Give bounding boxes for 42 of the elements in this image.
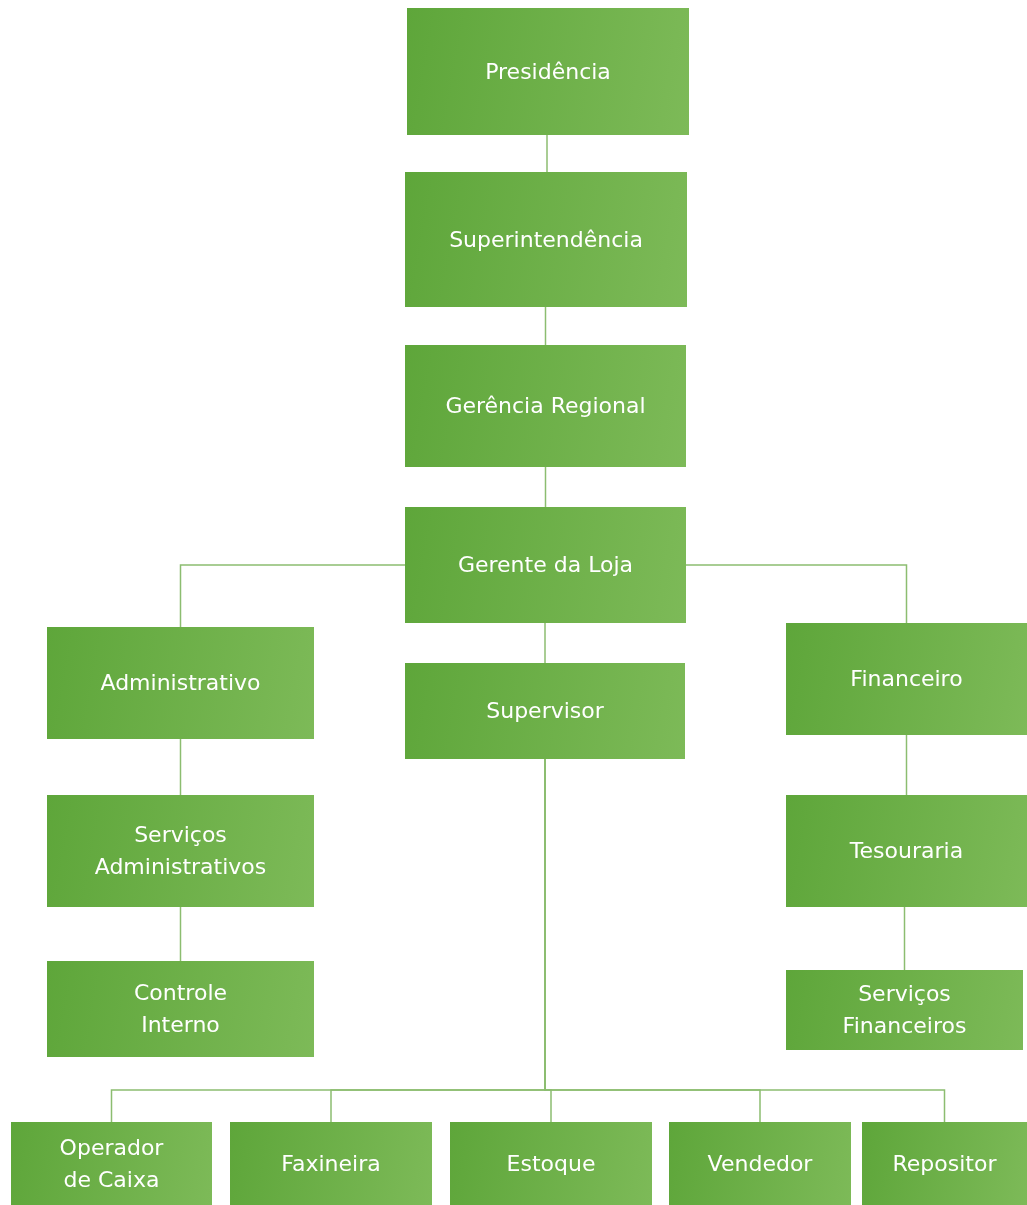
org-box xyxy=(407,8,689,135)
connector-line xyxy=(685,564,908,624)
box-label: Gerência Regional xyxy=(444,392,647,421)
org-box xyxy=(11,1122,212,1205)
org-box xyxy=(450,1122,652,1205)
org-box xyxy=(230,1122,432,1205)
org-box xyxy=(786,970,1023,1050)
connector-line xyxy=(179,564,406,628)
box-label: Repositor xyxy=(891,1149,998,1178)
connector-line xyxy=(179,738,182,796)
box-label: Supervisor xyxy=(485,697,605,726)
connector-line xyxy=(546,134,548,173)
box-label: Serviços Administrativos xyxy=(93,821,268,881)
connector-line xyxy=(544,466,547,508)
box-label: Estoque xyxy=(505,1149,597,1178)
box-label: Administrativo xyxy=(99,669,262,698)
org-box xyxy=(47,961,314,1057)
box-label: Presidência xyxy=(484,57,612,86)
org-box xyxy=(405,507,686,623)
box-label: Gerente da Loja xyxy=(456,551,635,580)
box-label: Controle Interno xyxy=(132,979,229,1039)
box-label: Faxineira xyxy=(280,1149,382,1178)
box-label: Tesouraria xyxy=(848,837,965,866)
box-label: Financeiro xyxy=(849,665,964,694)
org-box xyxy=(405,345,686,467)
box-label: Operador de Caixa xyxy=(58,1133,165,1194)
connector-line xyxy=(179,906,182,962)
org-box xyxy=(669,1122,851,1205)
org-box xyxy=(405,663,685,759)
org-box xyxy=(47,627,314,739)
org-box xyxy=(786,623,1027,735)
connector-line xyxy=(903,906,906,971)
org-box xyxy=(862,1122,1027,1205)
box-label: Superintendência xyxy=(448,225,644,254)
box-label: Serviços Financeiros xyxy=(841,980,968,1040)
org-box xyxy=(405,172,687,307)
connector-line xyxy=(905,734,908,796)
org-box xyxy=(786,795,1027,907)
connector-line xyxy=(544,306,547,346)
box-label: Vendedor xyxy=(706,1149,814,1178)
org-box xyxy=(47,795,314,907)
connector-line xyxy=(544,622,546,664)
